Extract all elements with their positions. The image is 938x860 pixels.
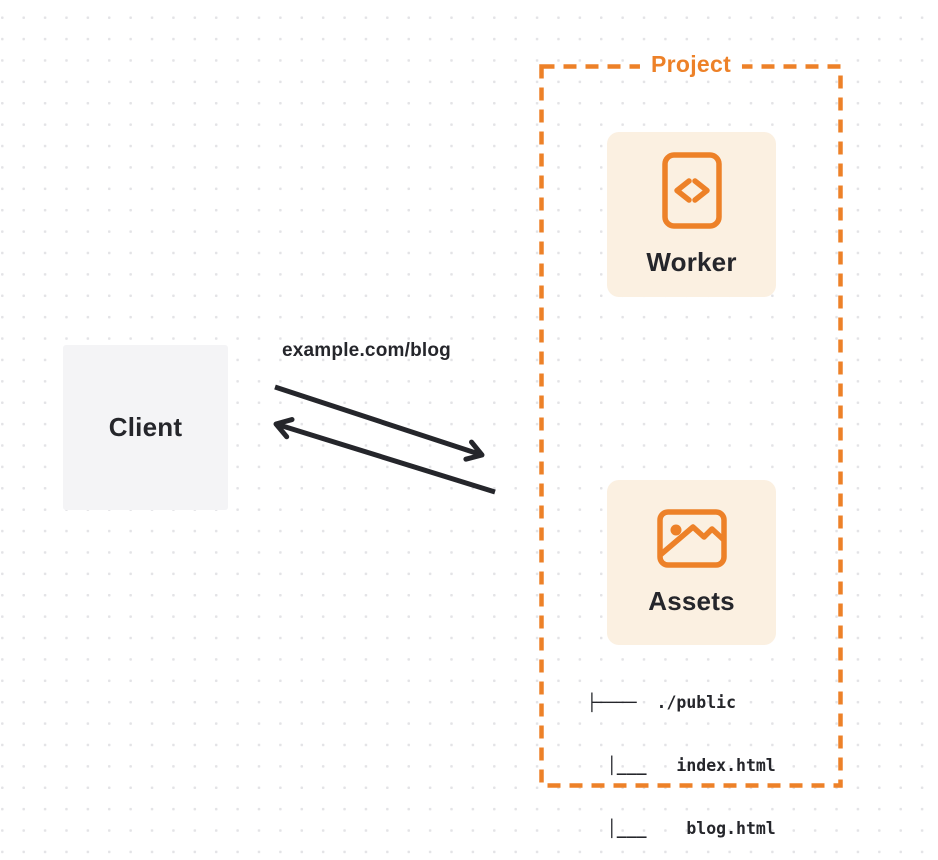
tree-line-public: ├──── ./public	[587, 693, 737, 712]
project-boundary: Project Worker Assets ├────	[539, 50, 843, 838]
worker-node: Worker	[607, 132, 776, 297]
client-label: Client	[108, 412, 183, 442]
client-node: Client	[63, 345, 228, 510]
worker-label: Worker	[646, 246, 737, 277]
file-tree: ├──── ./public │___ index.html │___ blog…	[587, 650, 776, 860]
response-arrow	[273, 417, 496, 495]
tree-line-blog: │___ blog.html	[587, 819, 776, 838]
request-url-label: example.com/blog	[282, 340, 451, 361]
assets-node: Assets	[607, 480, 776, 645]
tree-line-index: │___ index.html	[587, 756, 776, 775]
project-dashed-border	[539, 64, 843, 788]
image-icon	[656, 508, 727, 568]
project-label: Project	[639, 50, 743, 79]
code-icon	[661, 151, 722, 229]
request-arrow	[274, 384, 485, 462]
assets-label: Assets	[648, 585, 735, 616]
